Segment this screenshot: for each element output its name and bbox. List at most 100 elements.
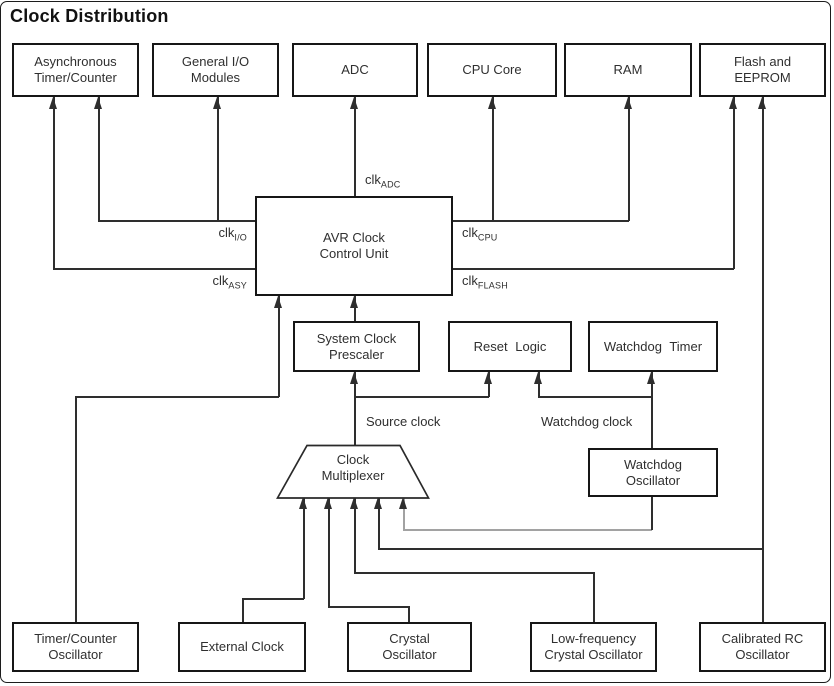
label-clk-io: clkI/O (197, 225, 247, 243)
connector-line (328, 497, 330, 607)
clk-sub: CPU (477, 232, 498, 243)
box-label: Low-frequency Crystal Oscillator (544, 631, 643, 662)
box-ram: RAM (564, 43, 692, 97)
box-watchdog-oscillator: Watchdog Oscillator (588, 448, 718, 497)
connector-line (651, 497, 653, 530)
clk-base: clk (462, 225, 478, 240)
box-low-frequency-crystal-oscillator: Low-frequency Crystal Oscillator (530, 622, 657, 672)
arrowhead-up (349, 372, 358, 384)
connector-line (354, 572, 594, 574)
connector-line (354, 497, 356, 573)
label-source-clock: Source clock (366, 414, 441, 429)
box-label: CPU Core (462, 62, 522, 77)
connector-line (303, 497, 305, 599)
box-timer-counter-oscillator: Timer/Counter Oscillator (12, 622, 139, 672)
connector-line (354, 296, 356, 322)
label-watchdog-clock: Watchdog clock (541, 414, 633, 429)
box-label: Watchdog Timer (603, 338, 703, 354)
connector-line (651, 372, 653, 449)
trapezoid (276, 444, 430, 499)
connector-line (593, 572, 595, 623)
label-clk-adc: clkADC (365, 172, 401, 190)
arrowhead-up (728, 97, 737, 109)
connector-line (378, 497, 380, 549)
box-label: RAM (613, 62, 643, 77)
arrowhead-up (349, 97, 358, 109)
arrowhead-up (349, 497, 358, 509)
clk-sub: I/O (234, 232, 247, 243)
box-external-clock: External Clock (178, 622, 306, 672)
label-clk-flash: clkFLASH (462, 273, 508, 291)
arrowhead-up (349, 296, 358, 308)
clk-base: clk (212, 273, 229, 288)
box-label: Flash and EEPROM (733, 54, 792, 85)
clk-base: clk (218, 225, 235, 240)
box-general-io-modules: General I/O Modules (152, 43, 279, 97)
connector-line (354, 97, 356, 197)
box-watchdog-timer: Watchdog Timer (588, 321, 718, 372)
box-label: General I/O Modules (181, 54, 250, 85)
box-label: Watchdog Oscillator (623, 456, 683, 488)
connector-line (403, 497, 405, 530)
connector-line (242, 598, 244, 623)
connector-line (75, 396, 77, 623)
arrowhead-up (373, 497, 382, 509)
clock-multiplexer-label: Clock Multiplexer (321, 452, 385, 483)
clk-sub: ADC (380, 179, 401, 190)
box-calibrated-rc-oscillator: Calibrated RC Oscillator (699, 622, 826, 672)
connector-line (53, 97, 55, 269)
diagram-title: Clock Distribution (10, 6, 169, 26)
box-label: Asynchronous Timer/Counter (34, 54, 117, 85)
label-clk-cpu: clkCPU (462, 225, 498, 243)
arrowhead-up (757, 97, 766, 109)
connector-line (242, 598, 304, 600)
box-adc: ADC (292, 43, 418, 97)
connector-line (354, 396, 489, 398)
box-system-clock-prescaler: System Clock Prescaler (293, 321, 420, 372)
arrowhead-up (483, 372, 492, 384)
arrowhead-up (212, 97, 221, 109)
box-asynchronous-timer-counter: Asynchronous Timer/Counter (12, 43, 139, 97)
connector-line (488, 372, 490, 397)
clock-multiplexer-shape (276, 444, 430, 499)
arrowhead-up (48, 97, 57, 109)
box-label: ADC (341, 62, 369, 77)
connector-line (733, 97, 735, 269)
arrowhead-up (533, 372, 542, 384)
arrowhead-up (323, 497, 332, 509)
arrowhead-up (487, 97, 496, 109)
arrowhead-up (646, 372, 655, 384)
connector-line (452, 268, 734, 270)
connector-line (278, 296, 280, 397)
box-label: System Clock Prescaler (316, 330, 397, 362)
box-label: External Clock (200, 639, 284, 654)
connector-line (98, 220, 256, 222)
box-reset-logic: Reset Logic (448, 321, 572, 372)
connector-line (408, 606, 410, 623)
connector-line (538, 396, 652, 398)
connector-line (378, 548, 763, 550)
connector-line (354, 372, 356, 447)
connector-line (53, 268, 256, 270)
arrowhead-up (93, 97, 102, 109)
connector-line (762, 97, 764, 623)
arrowhead-up (273, 296, 282, 308)
box-avr-clock-control-unit: AVR Clock Control Unit (255, 196, 453, 296)
connector-line (538, 372, 540, 397)
label-clk-asy: clkASY (195, 273, 247, 291)
connector-line (75, 396, 279, 398)
connector-line (217, 97, 219, 221)
connector-line (492, 97, 494, 221)
connector-line (403, 529, 652, 531)
connector-line (98, 97, 100, 221)
connector-line (452, 220, 629, 222)
connector-line (328, 606, 409, 608)
arrowhead-up (623, 97, 632, 109)
box-label: Reset Logic (473, 338, 547, 354)
clk-sub: ASY (228, 280, 247, 291)
box-label: Calibrated RC Oscillator (721, 631, 804, 662)
box-label: Crystal Oscillator (382, 631, 437, 662)
arrowhead-up (398, 497, 407, 509)
